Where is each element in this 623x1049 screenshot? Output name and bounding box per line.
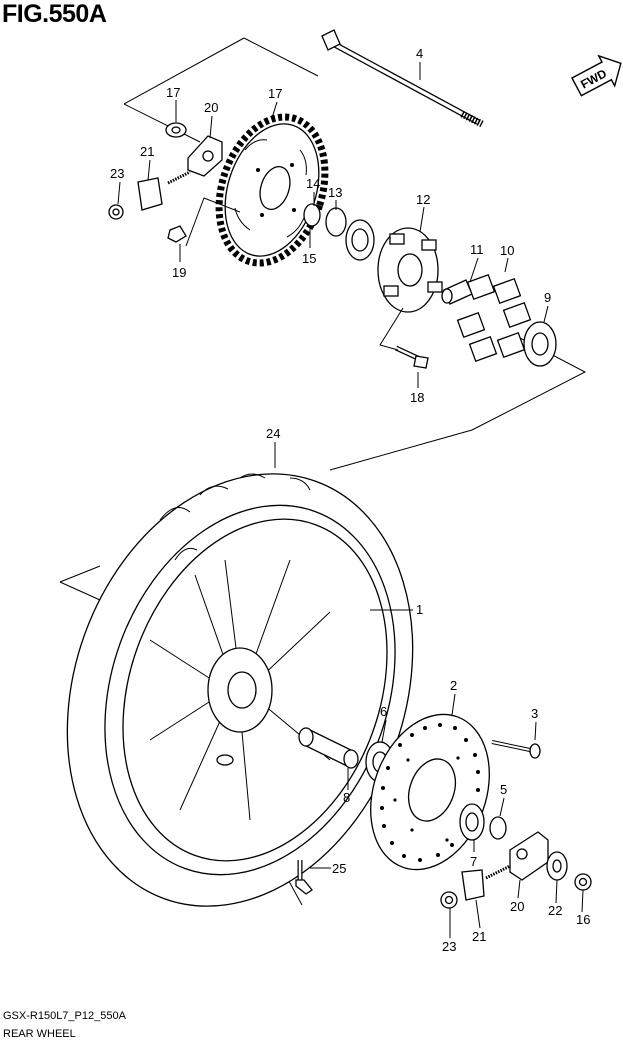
disc-bolt-part xyxy=(491,740,541,759)
callout-20-lower: 20 xyxy=(510,899,524,914)
callout-23-lower: 23 xyxy=(442,939,456,954)
callout-2: 2 xyxy=(450,678,457,693)
callout-24: 24 xyxy=(266,426,280,441)
sprocket-part xyxy=(215,113,329,267)
callout-4: 4 xyxy=(416,46,423,61)
callout-6: 6 xyxy=(380,704,387,719)
bearing-spacer-parts xyxy=(303,203,375,261)
figure-title: FIG.550A xyxy=(2,0,107,28)
drum-bolt-part xyxy=(394,345,429,369)
callout-1: 1 xyxy=(416,602,423,617)
callout-14: 14 xyxy=(306,176,320,191)
upper-adjuster-parts xyxy=(108,122,223,243)
callout-8: 8 xyxy=(343,790,350,805)
wheel-spacer-part xyxy=(298,727,359,769)
callout-16: 16 xyxy=(576,912,590,927)
callout-18: 18 xyxy=(410,390,424,405)
callout-12: 12 xyxy=(416,192,430,207)
callout-7: 7 xyxy=(470,854,477,869)
callout-25: 25 xyxy=(332,861,346,876)
callout-21-lower: 21 xyxy=(472,929,486,944)
callout-10: 10 xyxy=(500,243,514,258)
callout-20-upper: 20 xyxy=(204,100,218,115)
callout-15: 15 xyxy=(302,251,316,266)
tire-valve-part xyxy=(295,860,313,895)
callout-23-upper: 23 xyxy=(110,166,124,181)
callout-22-upper: 17 xyxy=(166,85,180,100)
callout-19: 19 xyxy=(172,265,186,280)
collar-spacer-parts xyxy=(459,803,507,841)
callout-5: 5 xyxy=(500,782,507,797)
brake-disc-part xyxy=(370,713,490,871)
figure-code: GSX-R150L7_P12_550A xyxy=(3,1010,126,1022)
callout-9: 9 xyxy=(544,290,551,305)
fwd-arrow-icon: FWD xyxy=(571,54,622,97)
lower-adjuster-parts xyxy=(440,831,592,909)
figure-caption: REAR WHEEL xyxy=(3,1028,76,1040)
callout-17: 17 xyxy=(268,86,282,101)
sprocket-drum-part xyxy=(377,227,443,313)
callout-22-lower: 22 xyxy=(548,903,562,918)
damper-parts xyxy=(441,273,557,367)
callout-11: 11 xyxy=(470,242,484,257)
leader-lines xyxy=(117,62,584,938)
rear-wheel-assembly xyxy=(66,473,414,907)
callout-13: 13 xyxy=(328,185,342,200)
callout-3: 3 xyxy=(531,706,538,721)
callout-labels: 17 20 17 4 21 23 14 13 12 11 10 9 15 19 … xyxy=(110,46,590,954)
callout-21-upper: 21 xyxy=(140,144,154,159)
axle-part xyxy=(321,29,484,128)
